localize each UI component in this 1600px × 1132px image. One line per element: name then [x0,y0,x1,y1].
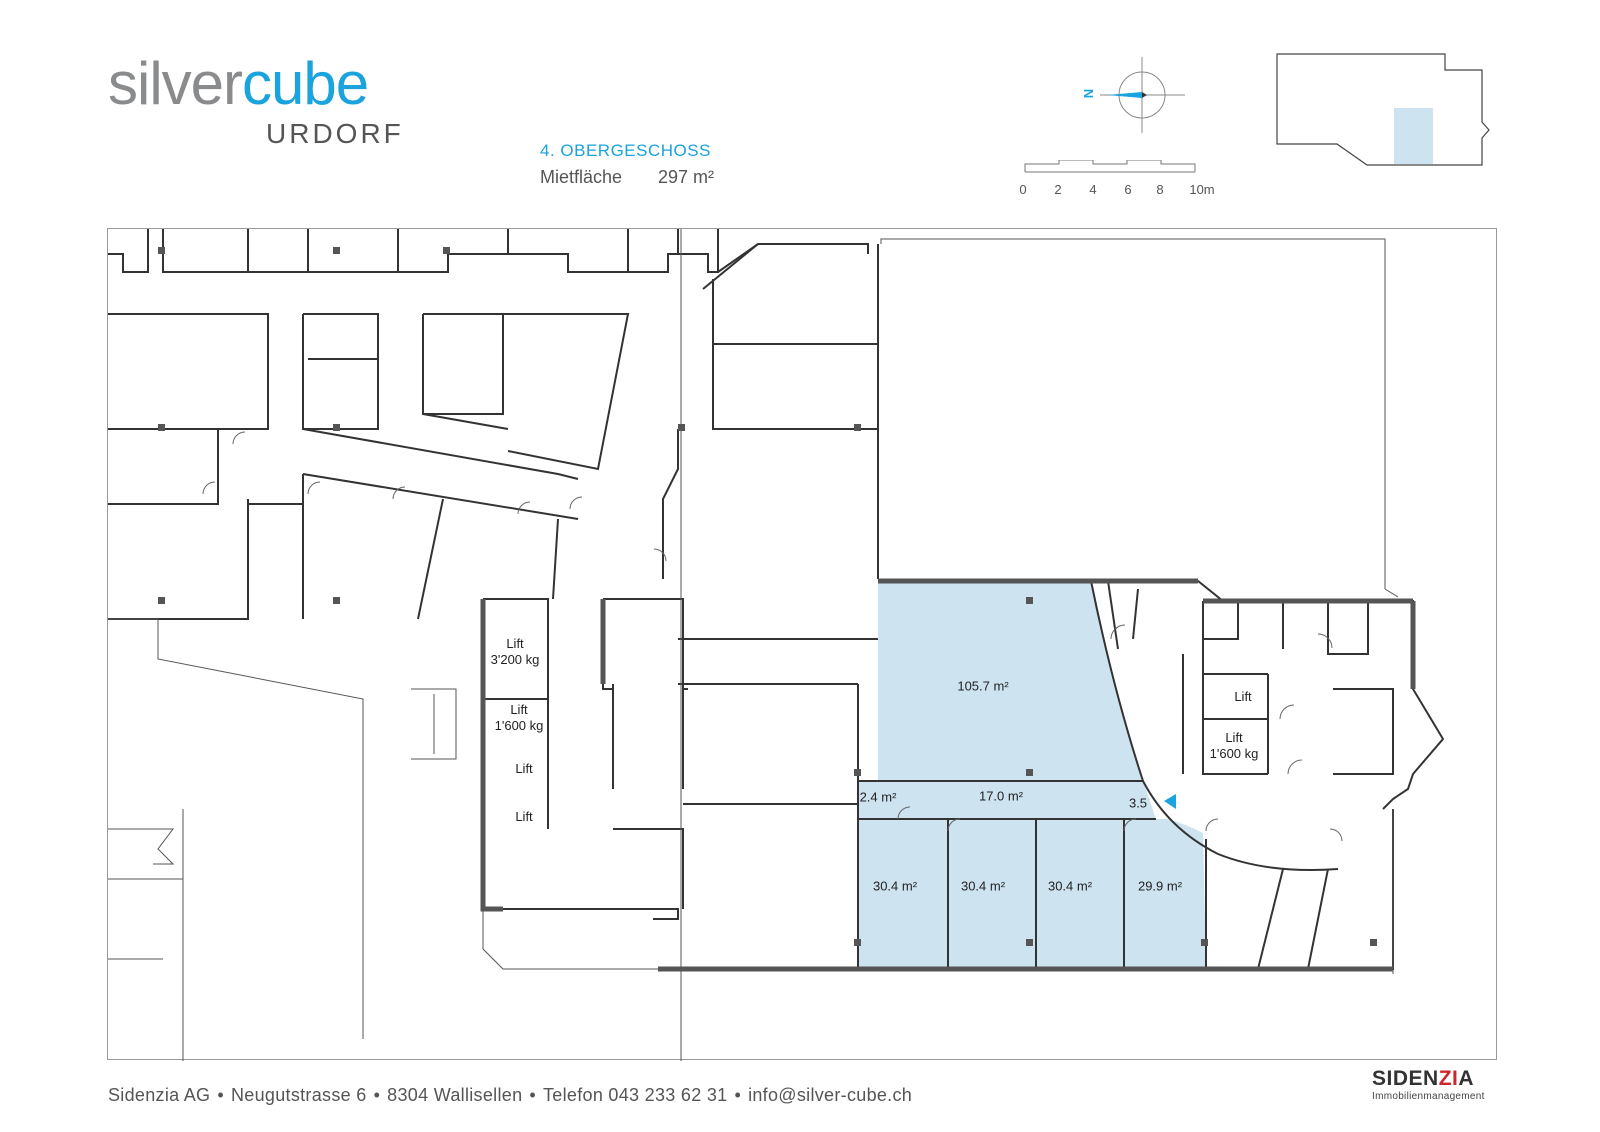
area-105 [878,581,1143,781]
area-30-4-a [858,819,948,969]
silvercube-logo: silvercube URDORF [108,52,408,152]
brand-name-b: ZI [1438,1067,1459,1090]
brand-name-a: SIDEN [1372,1067,1439,1090]
footer-contact: Sidenzia AG • Neugutstrasse 6 • 8304 Wallise… [108,1085,912,1106]
lift-name: Lift [1234,689,1252,704]
room-label-2-4: 2.4 m² [859,789,897,805]
brand-name-c: A [1458,1067,1475,1090]
room-label-30-4-c: 30.4 m² [1047,878,1093,894]
scale-tick-4: 4 [1089,182,1097,197]
lift-name: Lift [515,809,533,824]
floor-title: 4. OBERGESCHOSS [540,141,711,160]
scale-tick-0: 0 [1019,182,1027,197]
footer-city: 8304 Wallisellen [387,1085,523,1105]
footer-email[interactable]: info@silver-cube.ch [748,1085,913,1105]
area-30-4-c [1036,819,1124,969]
key-plan-highlight [1394,108,1433,164]
footer-separator: • [373,1085,381,1105]
footer-separator: • [529,1085,536,1105]
rental-area-label: Mietfläche [540,167,623,187]
lift-label-1600-right: Lift 1'600 kg [1210,730,1259,762]
compass-icon: N [1081,55,1185,135]
lift-label-small-a: Lift [515,761,532,777]
floor-plan: 105.7 m² 17.0 m² 2.4 m² 3.5 30.4 m² 30.4… [107,228,1497,1061]
logo-wordmark: silvercube [108,50,369,117]
brand-name: SIDENZIA [1372,1068,1502,1090]
logo-silver: silver [108,50,243,117]
footer-separator: • [217,1085,224,1105]
north-label: N [1081,88,1097,99]
footer-phone[interactable]: Telefon 043 233 62 31 [542,1085,728,1105]
room-label-30-4-a: 30.4 m² [872,878,918,894]
room-label-29-9: 29.9 m² [1137,878,1183,894]
lift-capacity: 3'200 kg [490,652,540,667]
lift-label-small-right: Lift [1234,689,1251,705]
area-30-4-b [948,819,1036,969]
area-29-9 [1124,819,1206,969]
lift-name: Lift [515,761,533,776]
area-17 [908,781,1156,819]
lift-capacity: 1'600 kg [1209,746,1259,761]
footer-separator: • [734,1085,742,1105]
scale-tick-6: 6 [1124,182,1132,197]
room-label-105: 105.7 m² [957,678,1009,694]
scale-tick-10: 10m [1189,182,1215,197]
lift-name: Lift [1225,730,1243,745]
sidenzia-logo: SIDENZIA Immobilienmanagement [1372,1068,1502,1113]
footer-street: Neugutstrasse 6 [230,1085,367,1105]
rental-area-value: 297 m² [658,167,715,187]
room-label-3-5: 3.5 [1128,795,1148,811]
logo-city: URDORF [266,118,404,149]
lift-name: Lift [506,636,524,651]
lift-label-3200: Lift 3'200 kg [491,636,540,668]
logo-cube: cube [242,50,369,117]
room-label-30-4-b: 30.4 m² [960,878,1006,894]
lift-capacity: 1'600 kg [494,718,544,733]
lift-label-small-b: Lift [515,809,532,825]
footer-company: Sidenzia AG [108,1085,211,1105]
brand-subtitle: Immobilienmanagement [1372,1091,1485,1102]
lift-label-1600-left: Lift 1'600 kg [495,702,544,734]
key-plan [1275,50,1500,170]
scale-bar: 0 2 4 6 8 10m [1015,159,1215,205]
entrance-marker [1164,794,1176,809]
lift-name: Lift [510,702,528,717]
scale-tick-8: 8 [1156,182,1164,197]
scale-tick-2: 2 [1054,182,1062,197]
room-label-17: 17.0 m² [978,788,1024,804]
